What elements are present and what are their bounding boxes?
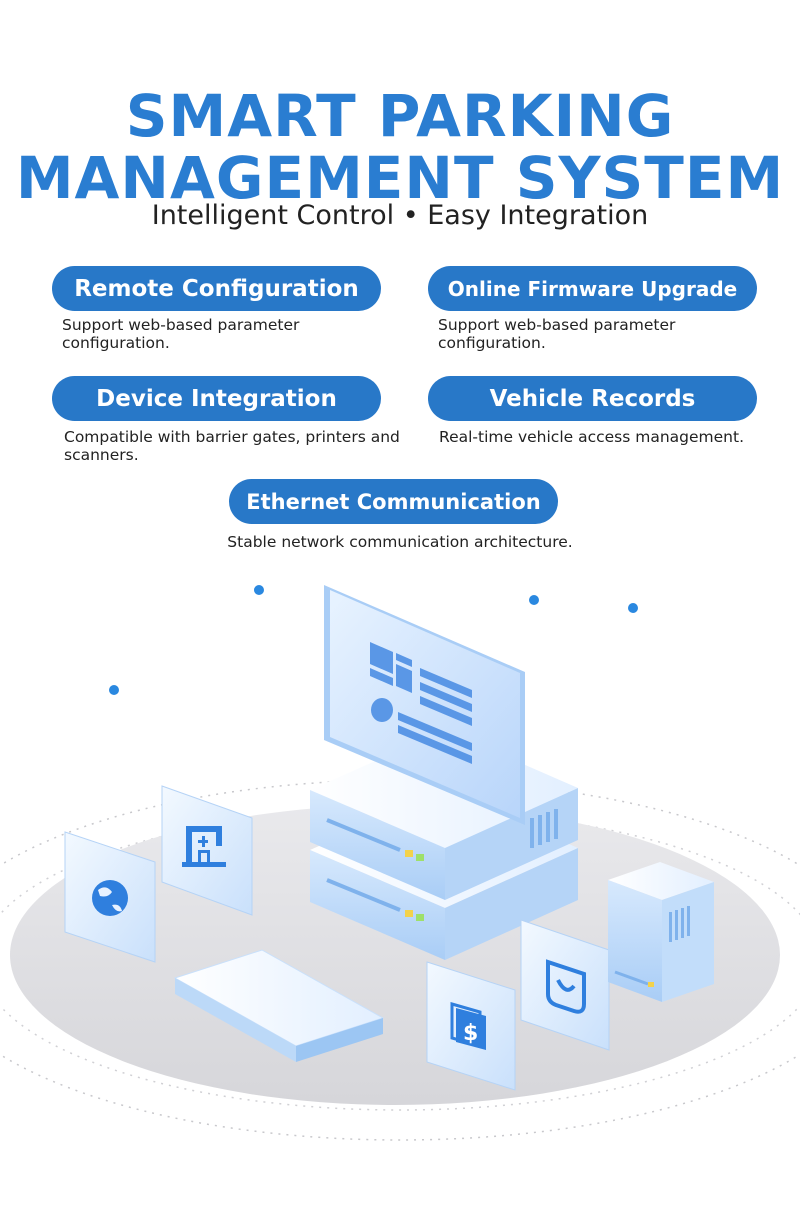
smart-parking-illustration: $ — [0, 585, 800, 1141]
feature-pill-ethernet-communication: Ethernet Communication — [229, 479, 558, 524]
server-stack — [310, 730, 578, 960]
feature-label: Online Firmware Upgrade — [447, 276, 738, 301]
feature-pill-remote-configuration: Remote Configuration — [52, 266, 381, 311]
orbit-ring-middle — [0, 809, 800, 1111]
shopping-bag-icon — [546, 959, 586, 1014]
dollar-card-icon: $ — [450, 1002, 486, 1050]
feature-description-ethernet-communication: Stable network communication architectur… — [227, 533, 573, 551]
feature-label: Ethernet Communication — [246, 489, 541, 514]
feature-label: Device Integration — [96, 385, 337, 412]
signal-lines — [109, 585, 638, 820]
dashboard-screen-icon — [370, 642, 472, 764]
page-title-line-1: SMART PARKING — [125, 82, 675, 150]
tower-device — [608, 862, 714, 1002]
page-title-line-2: MANAGEMENT SYSTEM — [15, 144, 785, 212]
shopping-bag-card — [520, 919, 610, 1051]
globe-card — [64, 831, 156, 963]
building-card — [161, 785, 253, 916]
feature-pill-online-firmware-upgrade: Online Firmware Upgrade — [428, 266, 757, 311]
globe-icon — [92, 880, 128, 916]
page-subtitle: Intelligent Control • Easy Integration — [151, 200, 649, 231]
dollar-card: $ — [426, 961, 516, 1091]
feature-pill-device-integration: Device Integration — [52, 376, 381, 421]
feature-label: Vehicle Records — [489, 385, 696, 412]
svg-text:$: $ — [463, 1021, 478, 1046]
feature-pill-vehicle-records: Vehicle Records — [428, 376, 757, 421]
feature-label: Remote Configuration — [74, 275, 359, 302]
monitor — [324, 585, 525, 825]
flat-panel-device — [173, 949, 385, 1062]
building-icon — [182, 826, 226, 867]
feature-description-vehicle-records: Real-time vehicle access management. — [439, 428, 744, 446]
feature-description-device-integration: Compatible with barrier gates, printers … — [64, 428, 400, 464]
feature-description-online-firmware-upgrade: Support web-based parameter configuratio… — [438, 316, 676, 352]
feature-description-remote-configuration: Support web-based parameter configuratio… — [62, 316, 300, 352]
